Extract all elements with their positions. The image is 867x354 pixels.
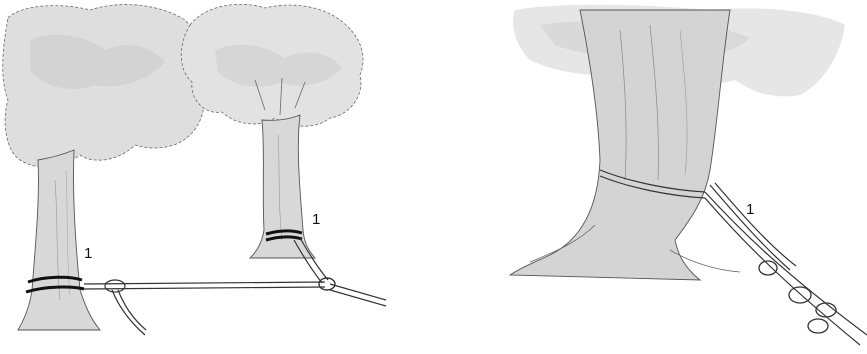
tree-anchor-closeup-illustration: 1 xyxy=(500,0,867,354)
callout-label-right-tree: 1 xyxy=(312,212,320,227)
callout-label-left-tree: 1 xyxy=(84,246,92,261)
left-illustration-svg xyxy=(0,0,430,354)
right-illustration-svg xyxy=(500,0,867,354)
left-tree-trunk xyxy=(18,150,100,330)
right-tree-foliage xyxy=(181,4,363,126)
left-tree-foliage xyxy=(3,5,204,167)
callout-label-closeup: 1 xyxy=(746,202,754,217)
closeup-rope-lines xyxy=(705,183,867,345)
closeup-knots xyxy=(759,261,836,333)
rope-line xyxy=(84,238,386,306)
two-tree-rope-illustration: 1 1 xyxy=(0,0,430,354)
right-knot xyxy=(319,278,335,290)
